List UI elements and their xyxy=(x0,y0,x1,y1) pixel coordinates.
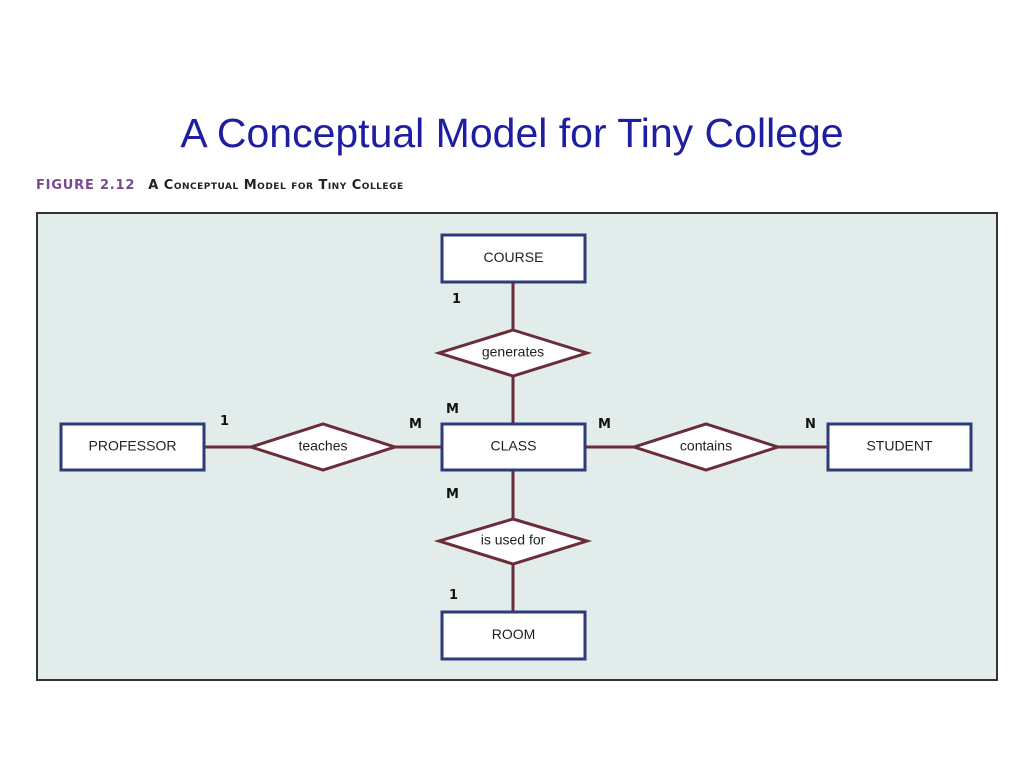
figure-number: FIGURE 2.12 xyxy=(36,178,136,193)
entity-student: STUDENT xyxy=(826,422,973,472)
entity-student-label: STUDENT xyxy=(866,438,933,454)
entity-professor: PROFESSOR xyxy=(59,422,206,472)
cardinality-room-used-for: 1 xyxy=(449,588,458,603)
cardinality-course-generates: 1 xyxy=(452,292,461,307)
cardinality-class-teaches: M xyxy=(409,417,422,432)
relationship-is-used-for: is used for xyxy=(433,517,593,566)
relationship-contains: contains xyxy=(629,422,783,472)
cardinality-class-contains: M xyxy=(598,417,611,432)
slide-title: A Conceptual Model for Tiny College xyxy=(180,110,844,156)
cardinality-professor-teaches: 1 xyxy=(220,414,229,429)
cardinality-class-generates: M xyxy=(446,402,459,417)
relationship-teaches: teaches xyxy=(246,422,400,472)
entity-class: CLASS xyxy=(440,422,587,472)
figure-title: A Conceptual Model for Tiny College xyxy=(148,178,404,193)
cardinality-class-used-for: M xyxy=(446,487,459,502)
entity-course: COURSE xyxy=(440,233,587,284)
relationship-is-used-for-label: is used for xyxy=(481,532,546,548)
relationship-generates: generates xyxy=(433,328,593,378)
relationship-generates-label: generates xyxy=(482,344,544,360)
entity-professor-label: PROFESSOR xyxy=(89,438,177,454)
entity-room-label: ROOM xyxy=(492,626,536,642)
cardinality-student-contains: N xyxy=(805,417,816,432)
entity-class-label: CLASS xyxy=(491,438,537,454)
figure-caption: FIGURE 2.12 A Conceptual Model for Tiny … xyxy=(36,176,404,196)
relationship-contains-label: contains xyxy=(680,438,732,454)
entity-room: ROOM xyxy=(440,610,587,661)
relationship-teaches-label: teaches xyxy=(298,438,347,454)
entity-course-label: COURSE xyxy=(484,249,544,265)
